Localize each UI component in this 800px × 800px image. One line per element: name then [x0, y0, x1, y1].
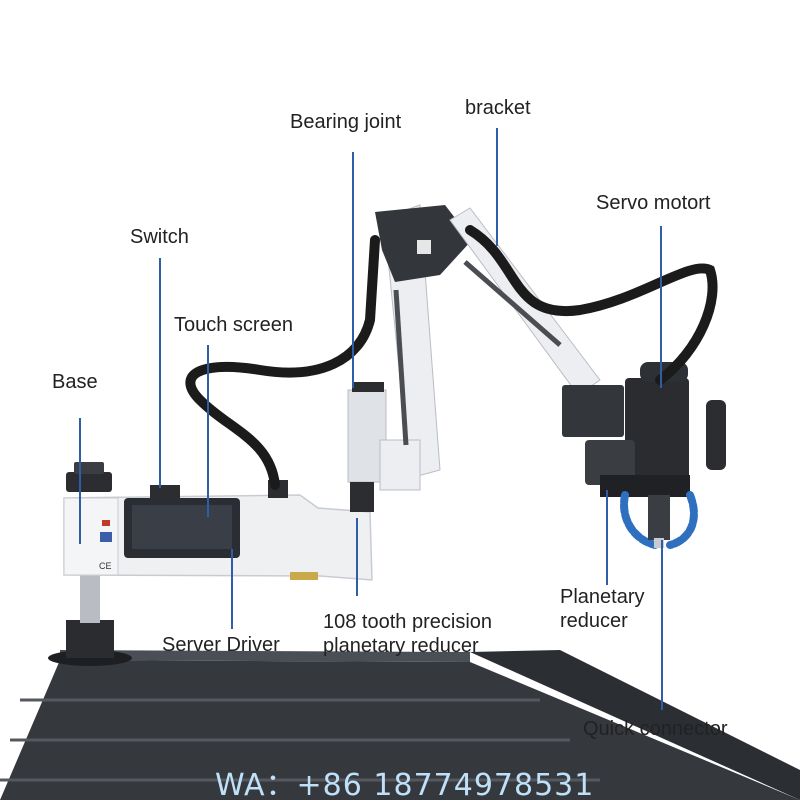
- leader-servo-motor: [660, 226, 662, 388]
- ce-mark: CE: [99, 561, 112, 571]
- tap-chuck: [648, 495, 670, 548]
- base-pillar: [48, 462, 132, 666]
- label-reducer-line2: planetary reducer: [323, 635, 479, 657]
- label-bearing-joint: Bearing joint: [290, 111, 402, 133]
- cable-hoses: [185, 225, 718, 490]
- label-bracket: bracket: [465, 97, 531, 119]
- bearing-joint-plate: [375, 205, 472, 282]
- leader-planetary-reducer: [606, 490, 608, 585]
- leader-base: [79, 418, 81, 544]
- label-touch-screen: Touch screen: [174, 314, 293, 336]
- label-servo-motor: Servo motort: [596, 192, 711, 214]
- label-planetary-line2: reducer: [560, 610, 628, 632]
- leader-quick-connector: [661, 540, 663, 710]
- leader-bearing-joint: [352, 152, 354, 388]
- leader-touch-screen: [207, 345, 209, 517]
- label-reducer-line1: 108 tooth precision: [323, 611, 493, 633]
- label-base: Base: [52, 371, 98, 393]
- watermark-contact: WA：+86 18774978531: [215, 768, 595, 800]
- leader-switch: [159, 258, 161, 488]
- leader-server-driver: [231, 549, 233, 629]
- work-table: [0, 650, 800, 800]
- leader-bracket: [496, 128, 498, 246]
- leader-reducer: [356, 518, 358, 596]
- label-server-driver: Server Driver: [162, 634, 280, 656]
- servo-head: [562, 362, 726, 497]
- label-quick-connector: Quick connector: [583, 718, 728, 740]
- label-switch: Switch: [130, 226, 189, 248]
- upper-arm: [449, 207, 601, 396]
- coolant-hoses: [620, 491, 698, 549]
- label-planetary-line1: Planetary: [560, 586, 645, 608]
- controller-housing: CE: [63, 480, 373, 581]
